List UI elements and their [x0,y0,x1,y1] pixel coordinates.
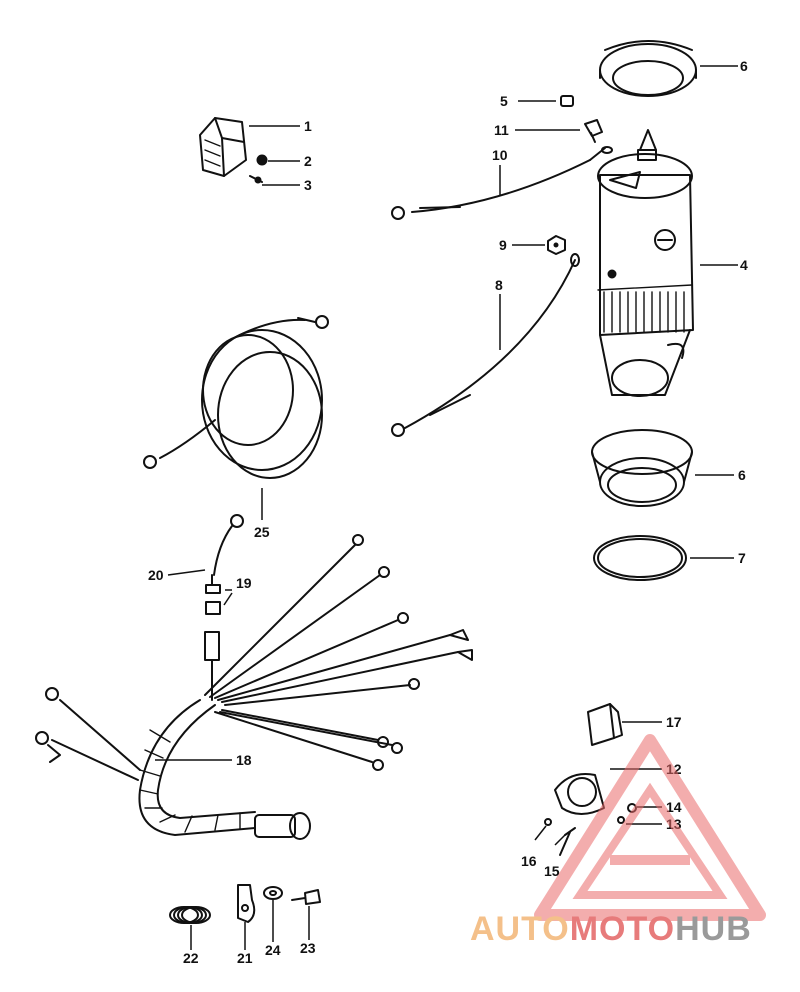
part-ring-top [599,40,697,97]
watermark-auto: AUTO [470,910,570,948]
part-small-5-11 [560,95,603,143]
callout-labels: 1 2 3 4 5 6 6 7 8 9 10 11 12 13 14 15 16… [148,58,748,966]
part-nut-9 [547,235,566,255]
callout-9: 9 [499,237,507,253]
callout-4: 4 [740,257,748,273]
watermark-moto: MOTO [569,910,676,948]
callout-7: 7 [738,550,746,566]
callout-25: 25 [254,524,270,540]
part-wiring-harness [35,534,473,840]
part-wire-20-19 [204,514,244,701]
watermark-logo-icon [534,734,766,921]
callout-20: 20 [148,567,164,583]
callout-22: 22 [183,950,199,966]
leader-lines [155,65,738,950]
part-relay [199,117,268,184]
part-coiled-cable [143,315,329,479]
callout-6a: 6 [740,58,748,74]
callout-10: 10 [492,147,508,163]
callout-18: 18 [236,752,252,768]
callout-3: 3 [304,177,312,193]
callout-16: 16 [521,853,537,869]
callout-5: 5 [500,93,508,109]
part-starter-motor [597,129,694,397]
watermark-hub: HUB [675,910,752,948]
callout-1: 1 [304,118,312,134]
part-hardware [169,884,321,924]
callout-11: 11 [494,122,509,138]
callout-19: 19 [236,575,252,591]
part-cable-8 [391,253,580,437]
part-snap-ring [593,535,687,581]
callout-15: 15 [544,863,560,879]
callout-24: 24 [265,942,281,958]
callout-8: 8 [495,277,503,293]
callout-2: 2 [304,153,312,169]
callout-6b: 6 [738,467,746,483]
watermark-text: AUTOMOTOHUB [470,910,752,949]
callout-14: 14 [666,799,682,815]
callout-23: 23 [300,940,316,956]
callout-17: 17 [666,714,682,730]
callout-21: 21 [237,950,253,966]
part-ring-middle [591,429,693,507]
